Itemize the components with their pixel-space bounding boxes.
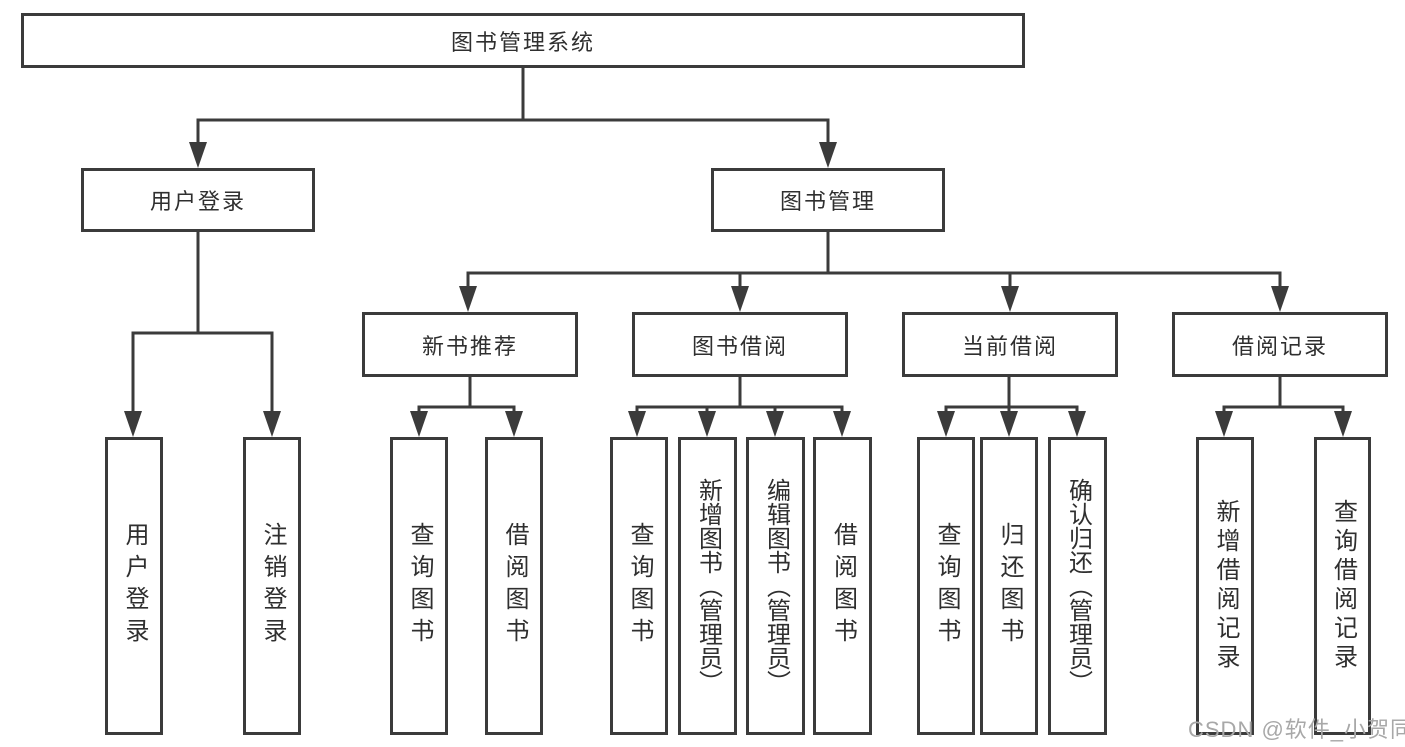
node-book-management: 图书管理 [711,168,945,232]
leaf-query-books-recommend: 查询图书 [390,437,448,735]
csdn-watermark: CSDN @软件_小贺同学 [1188,717,1405,742]
leaf-confirm-return-admin: 确认归还（管理员） [1048,437,1107,735]
leaf-query-books-current: 查询图书 [917,437,975,735]
node-new-book-recommend: 新书推荐 [362,312,578,377]
leaf-return-books: 归还图书 [980,437,1038,735]
node-root-system: 图书管理系统 [21,13,1025,68]
leaf-query-borrow-record: 查询借阅记录 [1314,437,1371,735]
leaf-user-login: 用户登录 [105,437,163,735]
node-borrow-records: 借阅记录 [1172,312,1388,377]
leaf-edit-books-admin: 编辑图书（管理员） [746,437,805,735]
node-current-borrowing: 当前借阅 [902,312,1118,377]
leaf-add-books-admin: 新增图书（管理员） [678,437,737,735]
leaf-query-books-borrowing: 查询图书 [610,437,668,735]
leaf-logout: 注销登录 [243,437,301,735]
node-user-login: 用户登录 [81,168,315,232]
leaf-borrow-books: 借阅图书 [813,437,872,735]
leaf-add-borrow-record: 新增借阅记录 [1196,437,1254,735]
arrowheads [124,142,1352,437]
node-book-borrowing: 图书借阅 [632,312,848,377]
connector-lines [131,68,1345,414]
leaf-borrow-books-recommend: 借阅图书 [485,437,543,735]
